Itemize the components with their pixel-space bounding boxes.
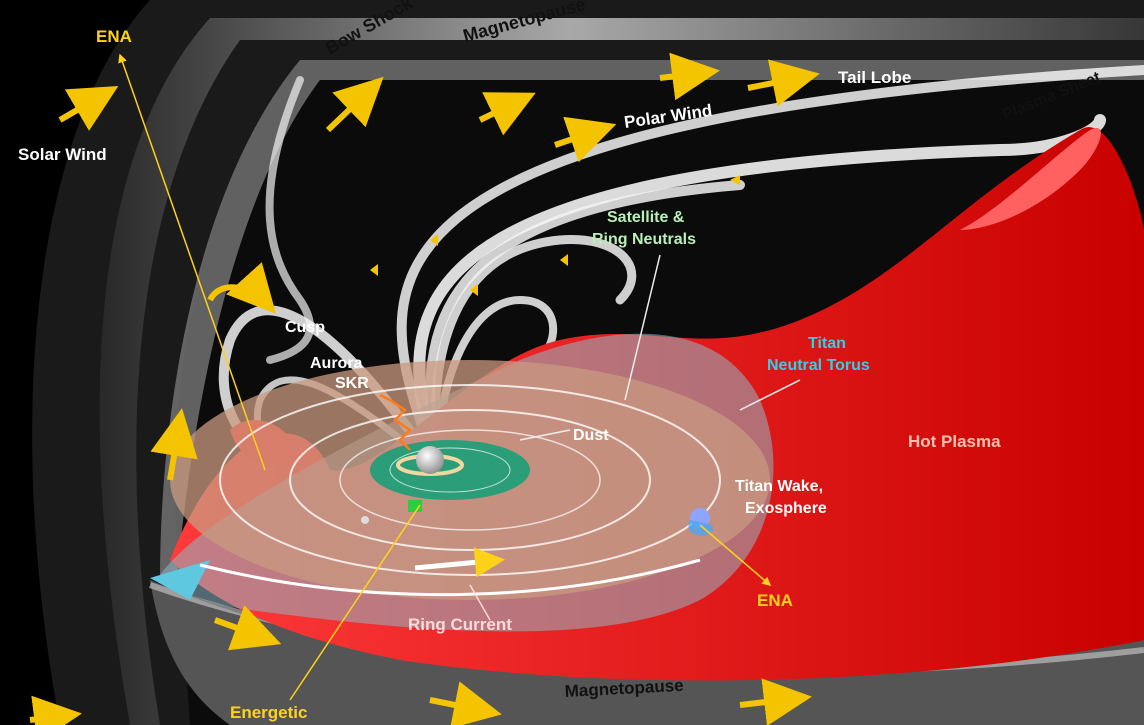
ena-top-label: ENA (96, 27, 132, 46)
saturn-planet (361, 446, 464, 524)
hot-plasma-label: Hot Plasma (908, 432, 1001, 451)
pointer-lines (519, 254, 801, 441)
energetic-label: Energetic (230, 703, 307, 722)
ring-current-arrow (199, 547, 701, 621)
dust-label: Dust (573, 427, 609, 444)
ena-bottom-label: ENA (757, 591, 793, 610)
titan-torus-label-line1: Titan (808, 335, 846, 352)
titan-torus-label-line2: Neutral Torus (767, 357, 870, 374)
solar-wind-label: Solar Wind (18, 145, 107, 164)
cusp-label: Cusp (285, 319, 325, 336)
satellite-neutrals-label-line1: Satellite & (607, 209, 685, 226)
ena-lines (118, 53, 772, 701)
satellite-neutrals-label-line2: Ring Neutrals (592, 231, 696, 248)
dust-disk (170, 360, 770, 600)
skr-label: SKR (335, 375, 369, 392)
titan-wake-label-line2: Exosphere (745, 500, 827, 517)
tail-lobe-label: Tail Lobe (838, 68, 911, 87)
titan-moon (688, 508, 714, 536)
titan-wake-label-line1: Titan Wake, (735, 478, 823, 495)
aurora-zigzag (379, 393, 412, 451)
field-arrowheads (370, 175, 740, 296)
ring-current-label: Ring Current (408, 615, 512, 634)
flow-arrows (29, 52, 820, 725)
cusp-arrow (207, 262, 277, 314)
aurora-label: Aurora (310, 355, 363, 372)
